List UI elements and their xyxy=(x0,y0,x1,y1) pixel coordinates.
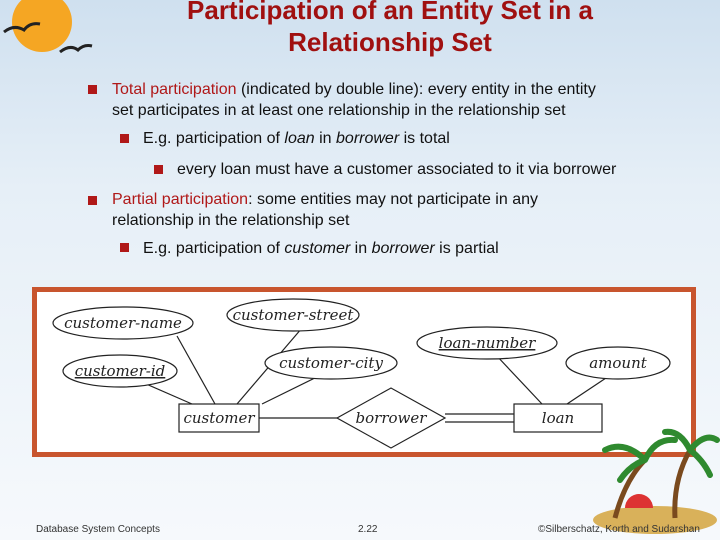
svg-text:customer-city: customer-city xyxy=(279,354,383,372)
bullet-text-line2: set participates in at least one relatio… xyxy=(112,102,566,119)
svg-text:customer-name: customer-name xyxy=(64,314,182,332)
bullet-partial-participation: Partial participation: some entities may… xyxy=(112,191,538,208)
sun-birds-logo xyxy=(3,0,93,54)
attr-customer-name: customer-name xyxy=(52,306,194,340)
attr-loan-number: loan-number xyxy=(416,326,558,360)
er-diagram-canvas: customer-name customer-street customer-i… xyxy=(52,298,671,449)
footer-copyright: ©Silberschatz, Korth and Sudarshan xyxy=(538,524,700,535)
svg-text:customer: customer xyxy=(183,409,255,427)
palm-island-decoration xyxy=(593,428,720,534)
attr-customer-city: customer-city xyxy=(264,346,398,380)
slide-title-line1: Participation of an Entity Set in a xyxy=(187,0,593,25)
bullet-total-participation: Total participation (indicated by double… xyxy=(112,79,596,100)
relationship-borrower: borrower xyxy=(335,387,447,449)
svg-text:customer-street: customer-street xyxy=(233,306,355,324)
entity-customer: customer xyxy=(178,403,260,433)
attr-customer-street: customer-street xyxy=(226,298,360,332)
footer-page-number: 2.22 xyxy=(358,524,378,535)
sub-bullet-partial-example: E.g. participation of customer in borrow… xyxy=(143,240,499,257)
slide-title-line2: Relationship Set xyxy=(288,27,492,57)
entity-loan: loan xyxy=(513,403,603,433)
svg-text:borrower: borrower xyxy=(356,409,428,427)
attr-amount: amount xyxy=(565,346,671,380)
term-total-participation: Total participation xyxy=(112,81,237,98)
sub-sub-bullet-loan: every loan must have a customer associat… xyxy=(177,161,617,178)
bullet-marker xyxy=(154,165,163,174)
svg-text:loan-number: loan-number xyxy=(439,334,537,352)
bullet-marker xyxy=(88,85,97,94)
slide-title: Participation of an Entity Set in a Rela… xyxy=(110,0,670,58)
bullet-marker xyxy=(88,196,97,205)
bullet-text-line2: relationship in the relationship set xyxy=(112,212,350,229)
svg-text:customer-id: customer-id xyxy=(75,362,166,380)
er-diagram: customer-name customer-street customer-i… xyxy=(32,287,696,457)
term-partial-participation: Partial participation xyxy=(112,191,249,208)
attr-customer-id: customer-id xyxy=(62,354,178,388)
sub-bullet-total-example: E.g. participation of loan in borrower i… xyxy=(143,130,450,147)
bullet-marker xyxy=(120,243,129,252)
bullet-marker xyxy=(120,134,129,143)
footer-course-name: Database System Concepts xyxy=(36,524,160,535)
svg-text:amount: amount xyxy=(589,354,648,372)
bullet-text: (indicated by double line): every entity… xyxy=(236,81,596,98)
svg-text:loan: loan xyxy=(542,409,574,427)
